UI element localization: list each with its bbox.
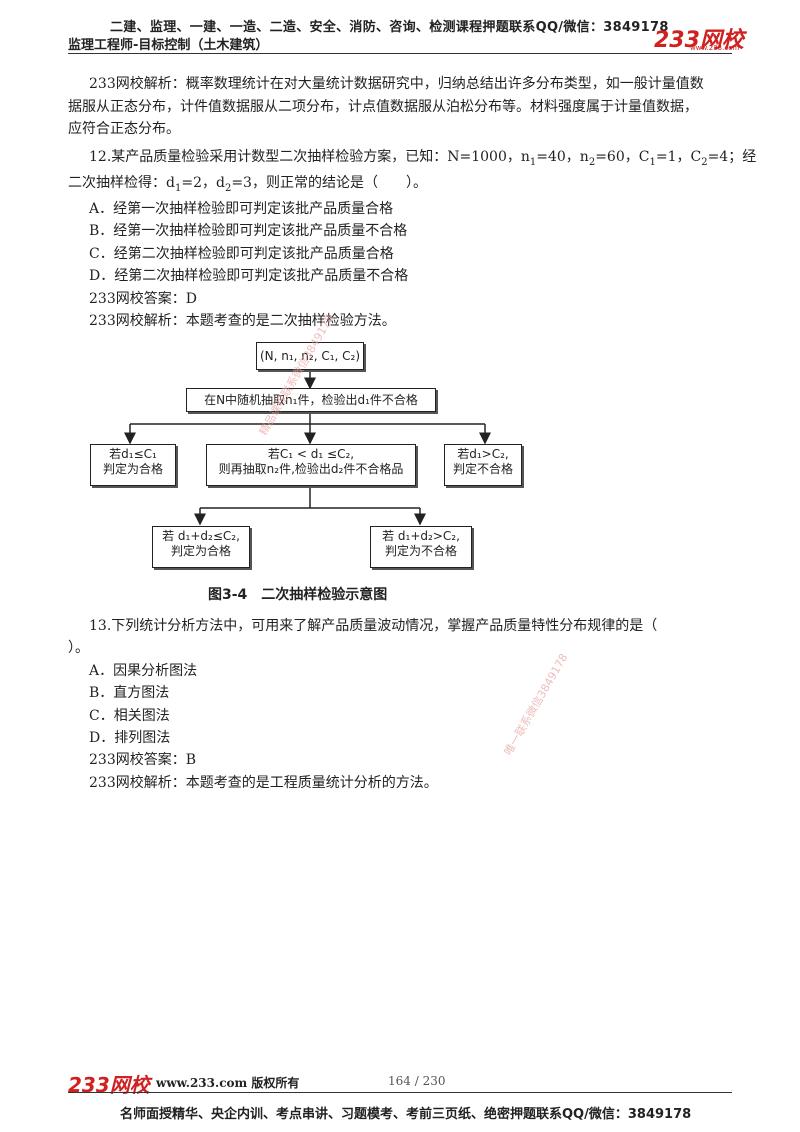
flowchart-accept-box: 若d₁≤C₁ 判定为合格 — [90, 444, 176, 486]
header-promo-line: 二建、监理、一建、一造、二造、安全、消防、咨询、检测课程押题联系QQ/微信：38… — [110, 20, 669, 35]
q12-answer: 233网校答案：D — [89, 291, 197, 307]
analysis-line-1: 233网校解析：概率数理统计在对大量统计数据研究中，归纳总结出许多分布类型，如一… — [89, 76, 704, 92]
final-accept-line-2: 判定为合格 — [170, 544, 231, 558]
second-sample-line-2: 则再抽取n₂件,检验出d₂件不合格品 — [218, 462, 404, 476]
q12-option-a: A．经第一次抽样检验即可判定该批产品质量合格 — [89, 201, 394, 217]
flowchart-final-reject-box: 若 d₁+d₂>C₂, 判定为不合格 — [370, 526, 472, 568]
final-reject-line-2: 判定为不合格 — [384, 544, 457, 558]
final-reject-line-1: 若 d₁+d₂>C₂, — [382, 529, 460, 543]
flowchart-first-sample-box: 在N中随机抽取n₁件，检验出d₁件不合格 — [186, 388, 436, 412]
analysis-line-2: 据服从正态分布，计件值数据服从二项分布，计点值数据服从泊松分布等。材料强度属于计… — [68, 99, 698, 115]
sampling-flowchart: (N, n₁, n₂, C₁, C₂) 在N中随机抽取n₁件，检验出d₁件不合格… — [90, 340, 530, 606]
footer-promo-line: 名师面授精华、央企内训、考点串讲、习题模考、考前三页纸、绝密押题联系QQ/微信：… — [120, 1107, 692, 1122]
q13-option-d: D．排列图法 — [89, 730, 171, 746]
flowchart-final-accept-box: 若 d₁+d₂≤C₂, 判定为合格 — [152, 526, 250, 568]
reject-box-line-1: 若d₁>C₂, — [457, 447, 509, 461]
final-accept-line-1: 若 d₁+d₂≤C₂, — [162, 529, 240, 543]
q12-option-d: D．经第二次抽样检验即可判定该批产品质量不合格 — [89, 268, 409, 284]
q13-stem-line-2: ）。 — [68, 640, 89, 656]
header-subtitle: 监理工程师-目标控制（土木建筑） — [68, 38, 269, 53]
page-number: 164 / 230 — [388, 1074, 446, 1088]
flowchart-connectors — [124, 372, 491, 526]
q13-option-a: A．因果分析图法 — [89, 663, 198, 679]
figure-caption: 图3-4 二次抽样检验示意图 — [208, 587, 388, 603]
q13-option-b: B．直方图法 — [89, 685, 170, 701]
q13-stem-line-1: 13.下列统计分析方法中，可用来了解产品质量波动情况，掌握产品质量特性分布规律的… — [89, 618, 658, 634]
accept-box-line-1: 若d₁≤C₁ — [109, 447, 157, 461]
flowchart-params-box: (N, n₁, n₂, C₁, C₂) — [256, 342, 364, 370]
flowchart-second-sample-box: 若C₁ < d₁ ≤C₂, 则再抽取n₂件,检验出d₂件不合格品 — [206, 444, 416, 486]
q12-stem-line-2: 二次抽样检得：d1=2，d2=3，则正常的结论是（ ）。 — [68, 175, 427, 194]
watermark-2: 唯一联系微信3849178 — [501, 651, 571, 758]
header-logo: 233网校 — [654, 28, 744, 53]
q12-analysis: 233网校解析：本题考查的是二次抽样检验方法。 — [89, 313, 396, 329]
reject-box-line-2: 判定不合格 — [452, 462, 513, 476]
q13-option-c: C．相关图法 — [89, 708, 170, 724]
q13-answer: 233网校答案：B — [89, 752, 197, 768]
q13-analysis: 233网校解析：本题考查的是工程质量统计分析的方法。 — [89, 775, 438, 791]
header-logo-url: www.233.com — [690, 44, 740, 52]
header-divider — [68, 53, 732, 54]
q12-option-b: B．经第一次抽样检验即可判定该批产品质量不合格 — [89, 223, 408, 239]
flowchart-reject-box: 若d₁>C₂, 判定不合格 — [444, 444, 522, 486]
analysis-line-3: 应符合正态分布。 — [68, 121, 180, 137]
accept-box-line-2: 判定为合格 — [102, 462, 163, 476]
footer-divider — [68, 1092, 732, 1093]
second-sample-line-1: 若C₁ < d₁ ≤C₂, — [267, 447, 355, 461]
footer-copyright: www.233.com 版权所有 — [156, 1076, 300, 1090]
q12-stem-line-1: 12.某产品质量检验采用计数型二次抽样检验方案，已知：N=1000，n1=40，… — [89, 149, 757, 168]
footer-logo: 233网校 — [68, 1073, 150, 1097]
q12-option-c: C．经第二次抽样检验即可判定该批产品质量合格 — [89, 246, 394, 262]
